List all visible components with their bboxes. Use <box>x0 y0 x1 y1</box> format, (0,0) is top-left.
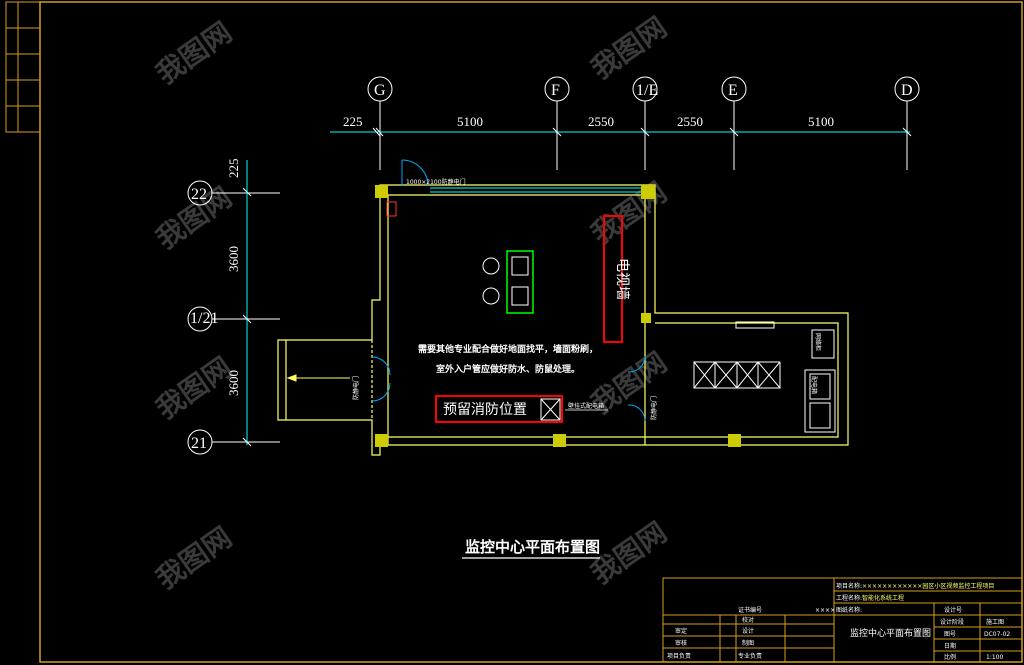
tb-date-label: 日期 <box>944 642 956 650</box>
axis-label-21: 21 <box>191 435 207 452</box>
console <box>511 256 529 276</box>
tb-drawing-no-value: DC07-02 <box>984 631 1010 638</box>
drawing-frame <box>39 1 1023 663</box>
column <box>728 434 741 447</box>
dim-left-3600-a: 3600 <box>226 246 241 272</box>
tb-project-name-label: 项目名称: <box>836 582 862 590</box>
tb-certificate-label: 证书编号 <box>738 606 762 614</box>
axis-label-1e: 1/E <box>636 82 658 99</box>
cabinet-small <box>811 329 835 359</box>
watermark-text: 我图网 <box>150 16 238 91</box>
tb-stage-label: 设计阶段 <box>940 618 964 626</box>
top-dimension-line <box>330 127 912 137</box>
dim-top-2550-a: 2550 <box>588 114 614 129</box>
cabinet-tall <box>804 369 836 433</box>
top-axis-markers <box>367 76 920 170</box>
door-swing-right-upper <box>627 355 646 373</box>
tv-wall-highlight <box>603 215 623 343</box>
axis-label-22: 22 <box>191 186 207 203</box>
drawing-title: 监控中心平面布置图 <box>465 538 600 556</box>
tb-stage-value: 施工图 <box>986 618 1004 626</box>
structural-columns <box>375 185 741 447</box>
door-label-left: 防静电门 <box>352 376 360 400</box>
door-swing-left-lower <box>371 382 391 402</box>
door-swing-left-upper <box>371 356 391 376</box>
equipment-right-room <box>693 321 836 433</box>
door-swing-right-lower <box>627 404 646 422</box>
axis-label-f: F <box>551 82 560 99</box>
tb-design-no-label: 设计号 <box>944 606 962 614</box>
tb-sub-project-label: 工程名称: <box>836 594 862 602</box>
dim-top-5100-a: 5100 <box>457 114 483 129</box>
tb-drawing-name-label: 图纸名称: <box>836 606 862 614</box>
axis-label-d: D <box>901 82 913 99</box>
operator-chairs <box>482 256 529 306</box>
tb-drawing-no-label: 图号 <box>944 631 956 638</box>
operator-desk-highlight <box>506 250 534 314</box>
note-line-2: 室外入户管应做好防水、防鼠处理。 <box>436 363 580 375</box>
column <box>375 185 388 198</box>
watermark-group: 我图网 我图网 我图网 我图网 我图网 我图网 我图网 我图网 <box>150 11 673 596</box>
fire-reserve-highlight <box>435 395 563 423</box>
power-box <box>386 201 397 217</box>
tb-review: 审核 <box>675 639 687 647</box>
tb-scale-value: 1:100 <box>986 654 1003 661</box>
tb-project-lead: 项目负责 <box>667 652 691 660</box>
left-dimension-line <box>242 160 252 447</box>
column <box>375 434 388 447</box>
tb-approve: 审定 <box>675 627 687 635</box>
tb-project-name-value: ××××××××××××园区小区视频监控工程项目 <box>862 582 994 590</box>
console <box>511 286 529 306</box>
watermark-text: 我图网 <box>585 11 673 86</box>
fire-box-symbol <box>540 398 561 421</box>
axis-label-e: E <box>728 82 738 99</box>
entry-arrow <box>286 374 350 382</box>
binding-strip <box>5 1 41 133</box>
wall-box-label: 壁挂式配电箱 <box>568 402 604 410</box>
dim-top-5100-b: 5100 <box>808 114 834 129</box>
column <box>641 313 651 323</box>
tb-scale-label: 比例 <box>944 653 956 661</box>
note-line-1: 需要其他专业配合做好地面找平，墙面粉刷， <box>418 343 598 355</box>
column <box>641 185 655 199</box>
chair <box>482 287 500 305</box>
axis-label-g: G <box>374 82 386 99</box>
tb-certificate-value: ×××× <box>815 607 835 614</box>
dim-left-3600-b: 3600 <box>226 370 241 396</box>
doors <box>371 159 646 422</box>
door-label-right: 防静电门 <box>650 396 658 420</box>
tb-check: 校对 <box>742 616 754 624</box>
dim-left-225: 225 <box>226 159 241 179</box>
tb-professional-lead: 专业负责 <box>738 652 762 660</box>
watermark-text: 我图网 <box>585 176 673 251</box>
chair <box>482 257 500 275</box>
tb-drawing-name-value: 监控中心平面布置图 <box>850 627 931 639</box>
fire-reserve-label: 预留消防位置 <box>443 402 527 418</box>
tb-design: 设计 <box>742 627 754 635</box>
tb-sub-project-value: 智能化系统工程 <box>862 594 904 602</box>
axis-label-1-21: 1/21 <box>190 310 218 327</box>
dim-top-2550-b: 2550 <box>677 114 703 129</box>
top-window <box>430 187 643 193</box>
door-label-top: 1000×2100防静电门 <box>406 178 466 186</box>
door-swing-top <box>401 159 429 187</box>
distribution-box-label: 配电箱 <box>810 376 818 394</box>
network-cabinet-label: 网络柜 <box>814 333 822 351</box>
title-block <box>662 577 1023 663</box>
watermark-text: 我图网 <box>150 351 238 426</box>
shelf <box>735 321 775 329</box>
column <box>553 434 566 447</box>
left-axis-markers <box>187 180 280 455</box>
tv-wall-label: 电视墙 <box>614 258 630 300</box>
watermark-text: 我图网 <box>150 521 238 596</box>
tb-draw: 制图 <box>742 639 754 647</box>
dim-top-225: 225 <box>343 114 363 129</box>
